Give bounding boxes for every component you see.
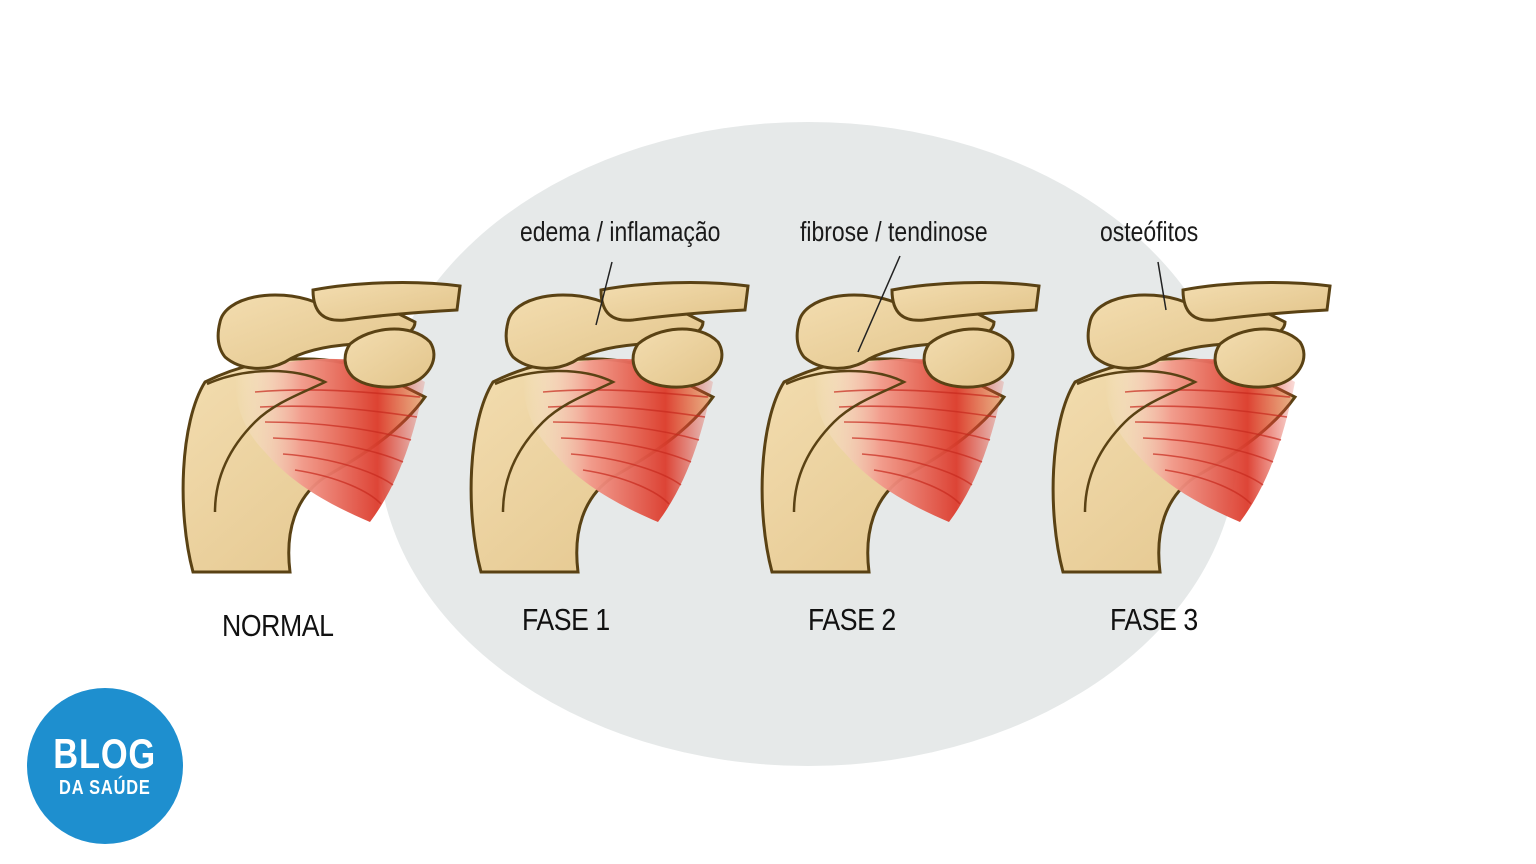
leader-line-osteofitos [1157,261,1167,311]
stage-label-fase-1: FASE 1 [522,602,610,637]
stage-label-fase-3: FASE 3 [1110,602,1198,637]
stage-label-fase-2: FASE 2 [808,602,896,637]
leader-line-fibrose [857,255,901,353]
stage-label-normal: NORMAL [222,608,334,643]
blog-da-saude-logo: BLOG DA SAÚDE [27,688,183,844]
logo-line-1: BLOG [53,730,157,777]
annotation-osteofitos: osteófitos [1100,216,1199,247]
annotation-edema: edema / inflamação [520,216,721,247]
leader-line-edema [595,261,613,326]
annotation-fibrose: fibrose / tendinose [800,216,988,247]
logo-line-2: DA SAÚDE [59,777,151,799]
